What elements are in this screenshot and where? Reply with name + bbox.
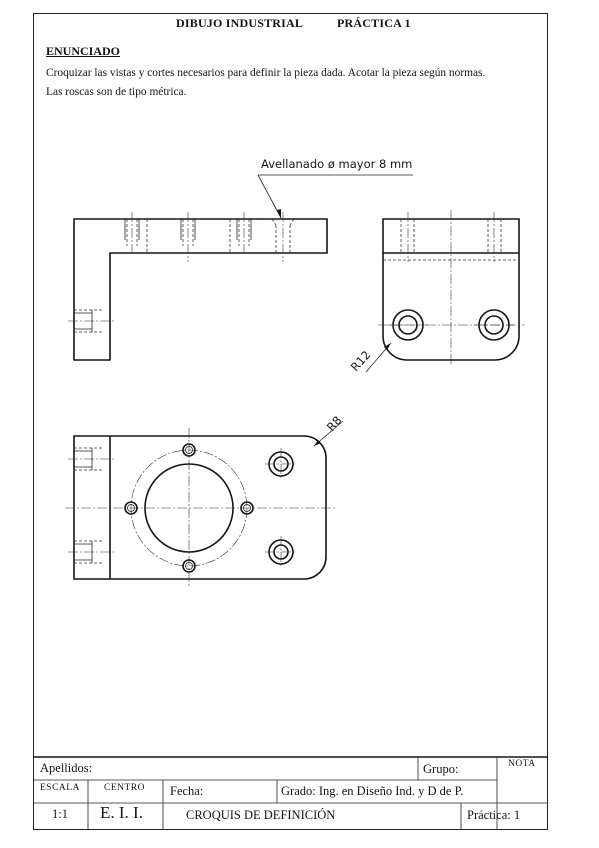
statement-line-2: Las roscas son de tipo métrica. xyxy=(46,86,187,98)
grupo-field: Grupo: xyxy=(423,762,459,776)
title-block-grid xyxy=(33,756,548,830)
escala-value: 1:1 xyxy=(52,807,68,821)
practica-field: Práctica: 1 xyxy=(467,808,521,822)
statement-label: ENUNCIADO xyxy=(46,44,121,58)
grado-field: Grado: Ing. en Diseño Ind. y D de P. xyxy=(281,784,464,798)
apellidos-field: Apellidos: xyxy=(40,761,93,775)
nota-field: NOTA xyxy=(508,759,536,769)
fecha-field: Fecha: xyxy=(170,784,204,798)
front-side-holes xyxy=(68,309,116,333)
drawing-title: CROQUIS DE DEFINICIÓN xyxy=(186,808,336,822)
countersink-annotation: Avellanado ø mayor 8 mm xyxy=(261,157,412,171)
dim-r8: R8 xyxy=(324,413,345,434)
escala-label: ESCALA xyxy=(40,783,80,793)
drawing-sheet-border xyxy=(33,13,548,830)
front-hidden-holes xyxy=(124,212,295,262)
countersink-leader xyxy=(257,174,413,219)
side-view xyxy=(365,210,525,373)
dim-r12: R12 xyxy=(348,348,374,374)
course-title: DIBUJO INDUSTRIAL xyxy=(176,16,304,30)
front-view xyxy=(68,212,328,361)
centro-label: CENTRO xyxy=(104,783,145,793)
practice-title: PRÁCTICA 1 xyxy=(337,16,411,30)
top-view xyxy=(65,420,344,588)
centro-value: E. I. I. xyxy=(100,803,143,822)
statement-line-1: Croquizar las vistas y cortes necesarios… xyxy=(46,67,486,79)
